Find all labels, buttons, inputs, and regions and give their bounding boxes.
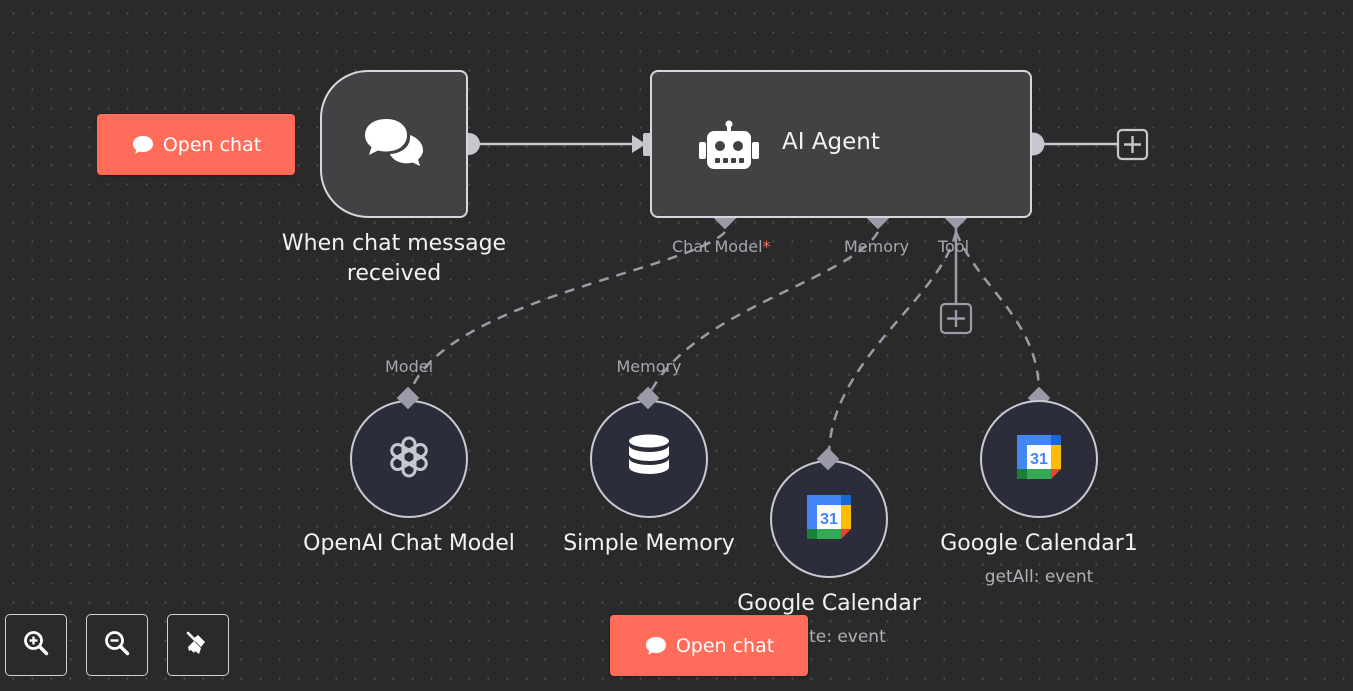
- required-marker: *: [762, 237, 771, 256]
- open-chat-button-bottom[interactable]: Open chat: [610, 615, 808, 676]
- google-calendar-icon: 31: [1017, 435, 1061, 483]
- google-calendar1-title: Google Calendar1: [940, 531, 1138, 556]
- tidy-up-button[interactable]: [167, 614, 229, 676]
- robot-icon: [698, 120, 760, 176]
- google-calendar-title: Google Calendar: [737, 591, 921, 616]
- model-port-label: Model: [384, 357, 434, 376]
- trigger-title: When chat message received: [281, 231, 507, 286]
- simple-memory-title: Simple Memory: [563, 531, 735, 556]
- open-chat-label: Open chat: [675, 634, 775, 657]
- google-calendar1-node[interactable]: 31: [980, 400, 1098, 518]
- model-connection: [407, 231, 726, 396]
- zoom-out-icon: [104, 630, 130, 660]
- database-icon: [628, 434, 670, 484]
- broom-icon: [185, 630, 211, 660]
- chat-bubbles-icon: [362, 117, 426, 171]
- google-calendar1-subtitle: getAll: event: [984, 567, 1094, 587]
- gcal-input-handle[interactable]: [816, 447, 840, 471]
- openai-icon: [385, 433, 433, 485]
- chat-trigger-node[interactable]: [320, 70, 468, 218]
- add-tool-plus-icon[interactable]: [939, 302, 973, 335]
- chat-bubble-icon: [131, 134, 155, 156]
- open-chat-label: Open chat: [162, 133, 262, 156]
- simple-memory-node[interactable]: [590, 400, 708, 518]
- svg-text:31: 31: [820, 511, 838, 528]
- chat-bubble-icon: [644, 635, 668, 657]
- memory-input-port-label: Memory: [616, 357, 682, 376]
- memory-connection: [647, 231, 880, 396]
- google-calendar-icon: 31: [807, 495, 851, 543]
- zoom-out-button[interactable]: [86, 614, 148, 676]
- chat-model-port-label: Chat Model*: [672, 237, 771, 256]
- tool-connection-gcal1: [954, 231, 1041, 396]
- add-node-plus-icon[interactable]: [1116, 128, 1149, 161]
- tool-port-label: Tool: [938, 237, 970, 256]
- open-chat-button[interactable]: Open chat: [97, 114, 295, 175]
- zoom-in-button[interactable]: [5, 614, 67, 676]
- openai-chat-model-node[interactable]: [350, 400, 468, 518]
- ai-agent-node[interactable]: AI Agent: [650, 70, 1032, 218]
- zoom-in-icon: [23, 630, 49, 660]
- connection-arrowhead: [632, 135, 646, 153]
- memory-port-label: Memory: [844, 237, 910, 256]
- openai-node-title: OpenAI Chat Model: [303, 531, 515, 556]
- google-calendar-node[interactable]: 31: [770, 460, 888, 578]
- tool-connection-gcal: [827, 231, 958, 456]
- svg-text:31: 31: [1030, 451, 1048, 468]
- openai-input-handle[interactable]: [396, 386, 420, 410]
- ai-agent-title: AI Agent: [782, 129, 880, 155]
- memory-input-handle[interactable]: [636, 386, 660, 410]
